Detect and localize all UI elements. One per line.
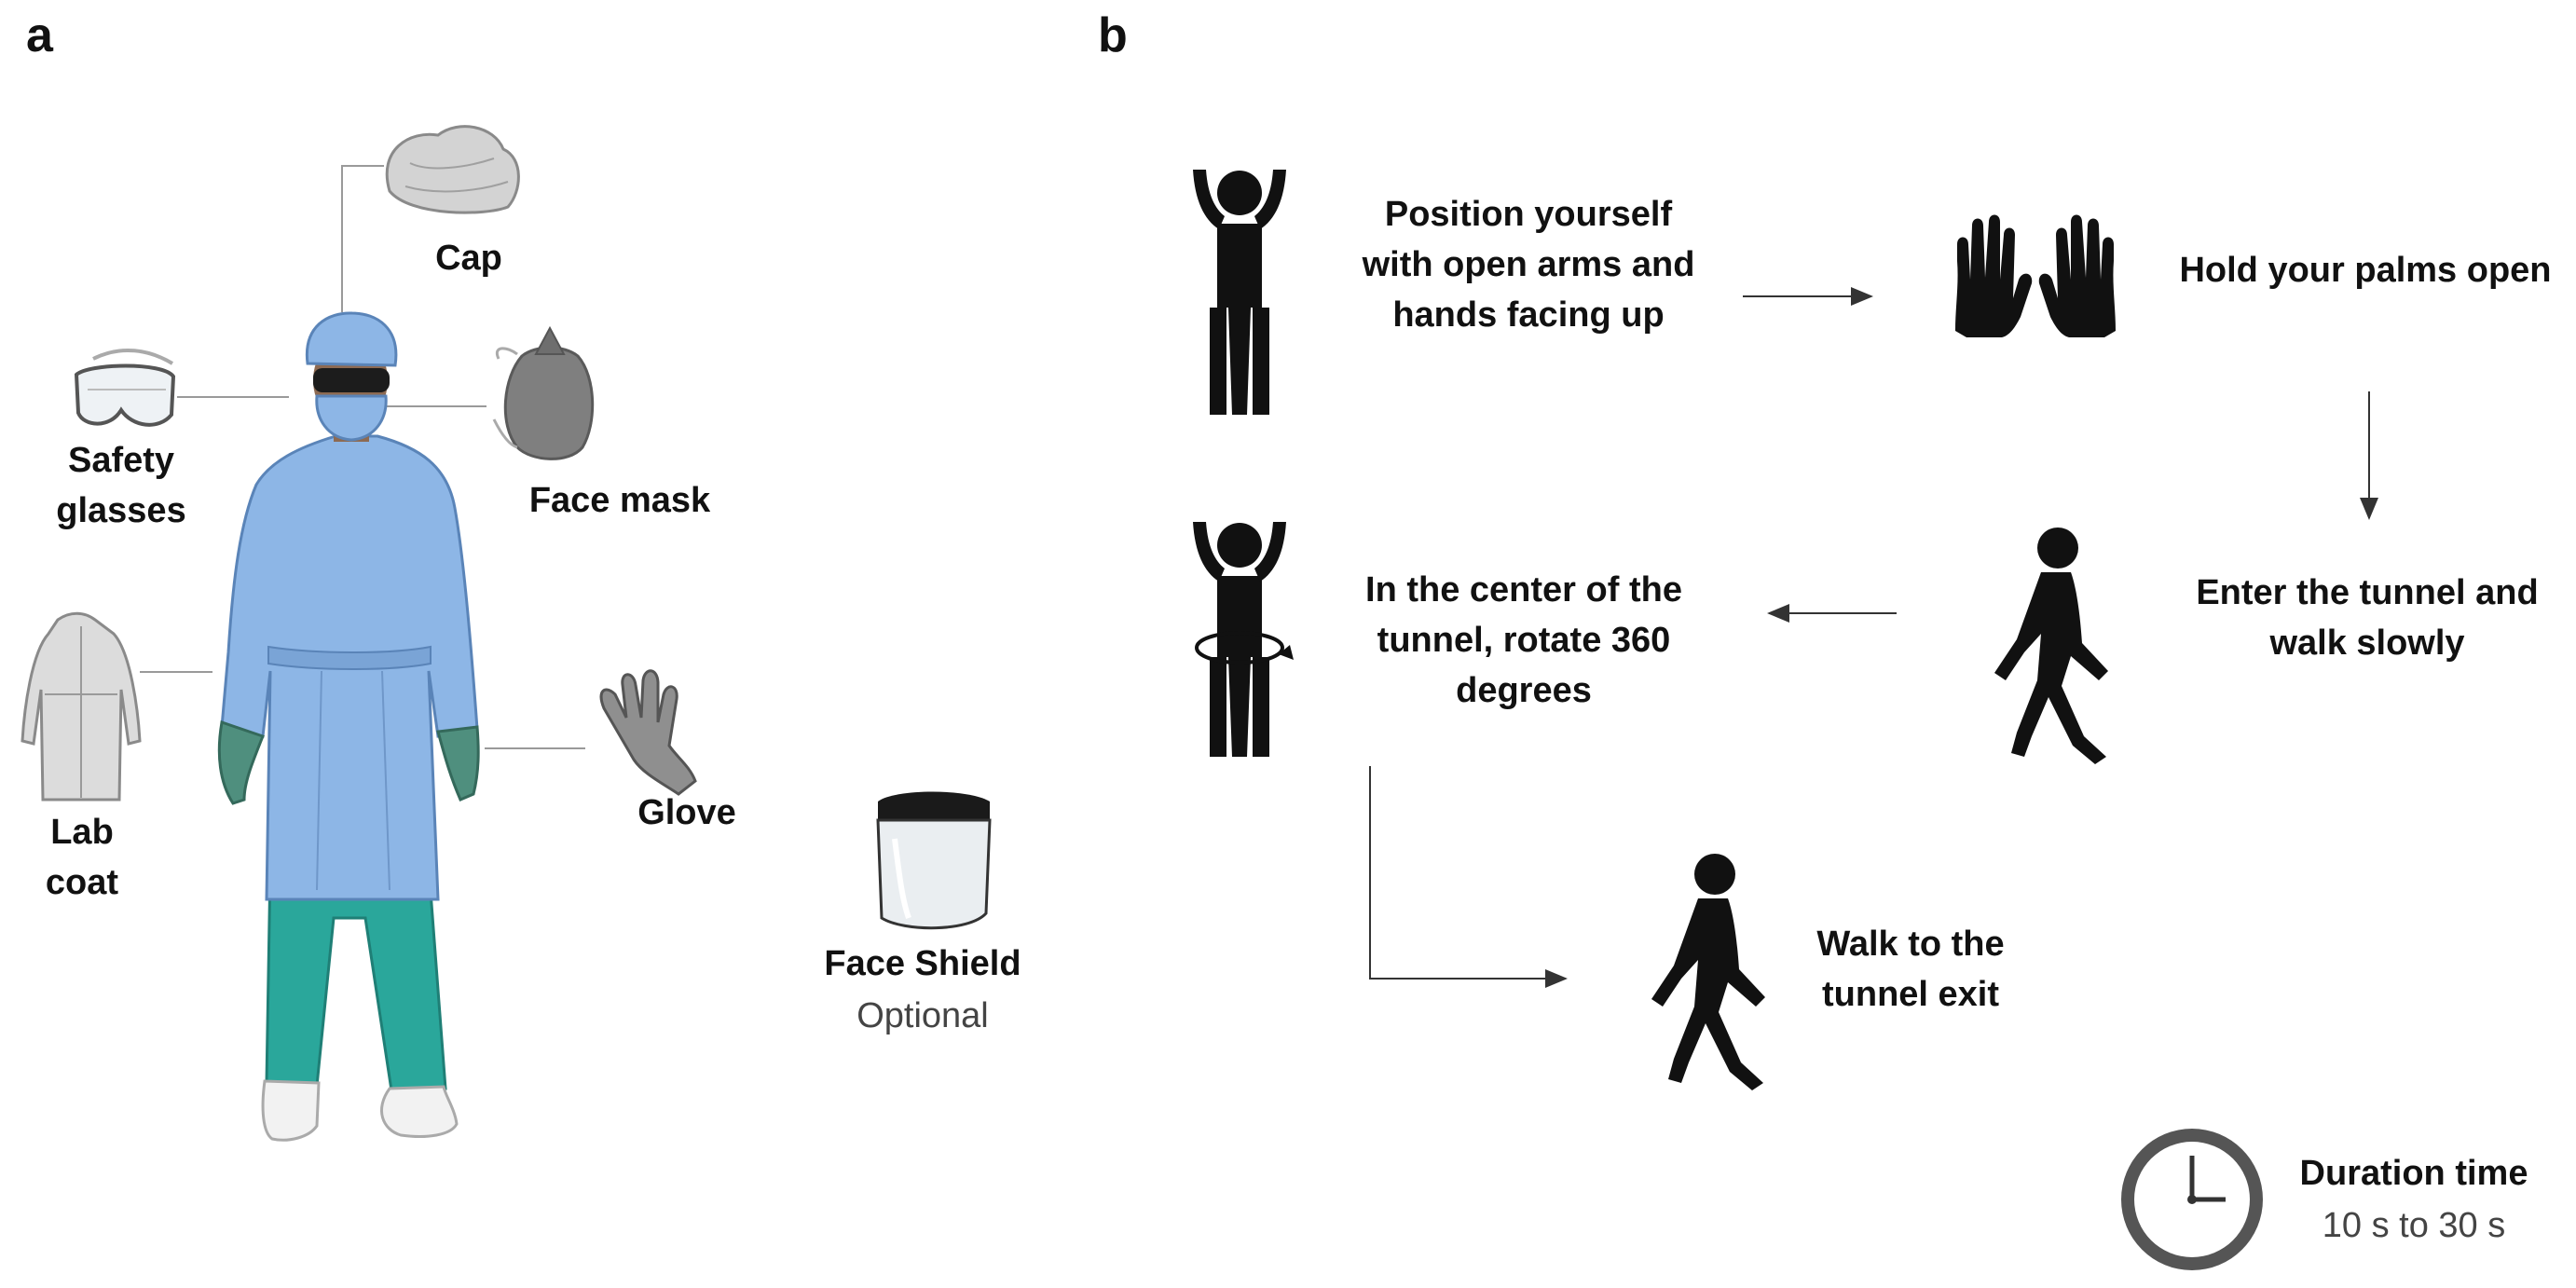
step-4-line-1: In the center of the [1365, 570, 1682, 610]
walking-person-icon [1994, 528, 2108, 764]
glove-label: Glove [637, 793, 736, 832]
duration-value: 10 s to 30 s [2322, 1206, 2506, 1245]
safety-glasses-label: Safety glasses [47, 435, 196, 536]
step-5-label: Walk to the tunnel exit [1761, 919, 2060, 1020]
face-shield-label: Face Shield [824, 944, 1021, 983]
duration-title: Duration time [2299, 1154, 2528, 1193]
step-4-label: In the center of the tunnel, rotate 360 … [1305, 565, 1743, 716]
step-1-line-1: Position yourself [1384, 195, 1673, 234]
cap-label: Cap [435, 239, 502, 278]
face-mask-label: Face mask [528, 481, 711, 520]
safety-glasses-icon [74, 348, 176, 427]
lab-coat-label-line-2: coat [45, 863, 119, 902]
flow-arrows [1369, 287, 2378, 988]
clock-icon [2121, 1129, 2263, 1270]
face-mask-icon [492, 325, 595, 460]
step-4-line-2: tunnel, rotate 360 [1377, 621, 1671, 660]
face-shield-icon [876, 791, 992, 930]
glove-icon [599, 669, 697, 796]
panel-a-letter: a [26, 8, 53, 62]
panel-b-letter: b [1098, 8, 1128, 62]
cap-icon [385, 125, 520, 214]
lab-coat-label-line-1: Lab [50, 813, 114, 852]
face-shield-optional-note: Optional [856, 996, 989, 1035]
person-rotating-icon [1193, 522, 1294, 757]
step-3-label: Enter the tunnel and walk slowly [2172, 568, 2563, 668]
step-2-label: Hold your palms open [2160, 245, 2570, 295]
step-3-line-2: walk slowly [2269, 623, 2465, 663]
step-1-line-2: with open arms and [1362, 245, 1695, 284]
arrow-step4-to-step5 [1369, 766, 1568, 988]
step-5-line-1: Walk to the [1816, 925, 2005, 964]
safety-glasses-label-line-2: glasses [56, 491, 186, 530]
step-2-line-1: Hold your palms open [2179, 251, 2552, 290]
step-1-line-3: hands facing up [1392, 295, 1665, 335]
step-5-line-2: tunnel exit [1821, 975, 2000, 1014]
safety-glasses-label-line-1: Safety [67, 441, 175, 480]
person-arms-up-icon [1193, 170, 1286, 415]
step-3-line-1: Enter the tunnel and [2196, 573, 2539, 612]
lab-coat-label: Lab coat [35, 807, 129, 908]
lab-coat-icon [21, 611, 142, 802]
ppe-person-figure [217, 311, 480, 1142]
walking-person-exit-icon [1651, 854, 1765, 1090]
step-4-line-3: degrees [1456, 671, 1592, 710]
step-1-label: Position yourself with open arms and han… [1295, 189, 1761, 340]
open-palms-icon [1955, 214, 2116, 337]
ppe-connector-lines [140, 165, 585, 749]
